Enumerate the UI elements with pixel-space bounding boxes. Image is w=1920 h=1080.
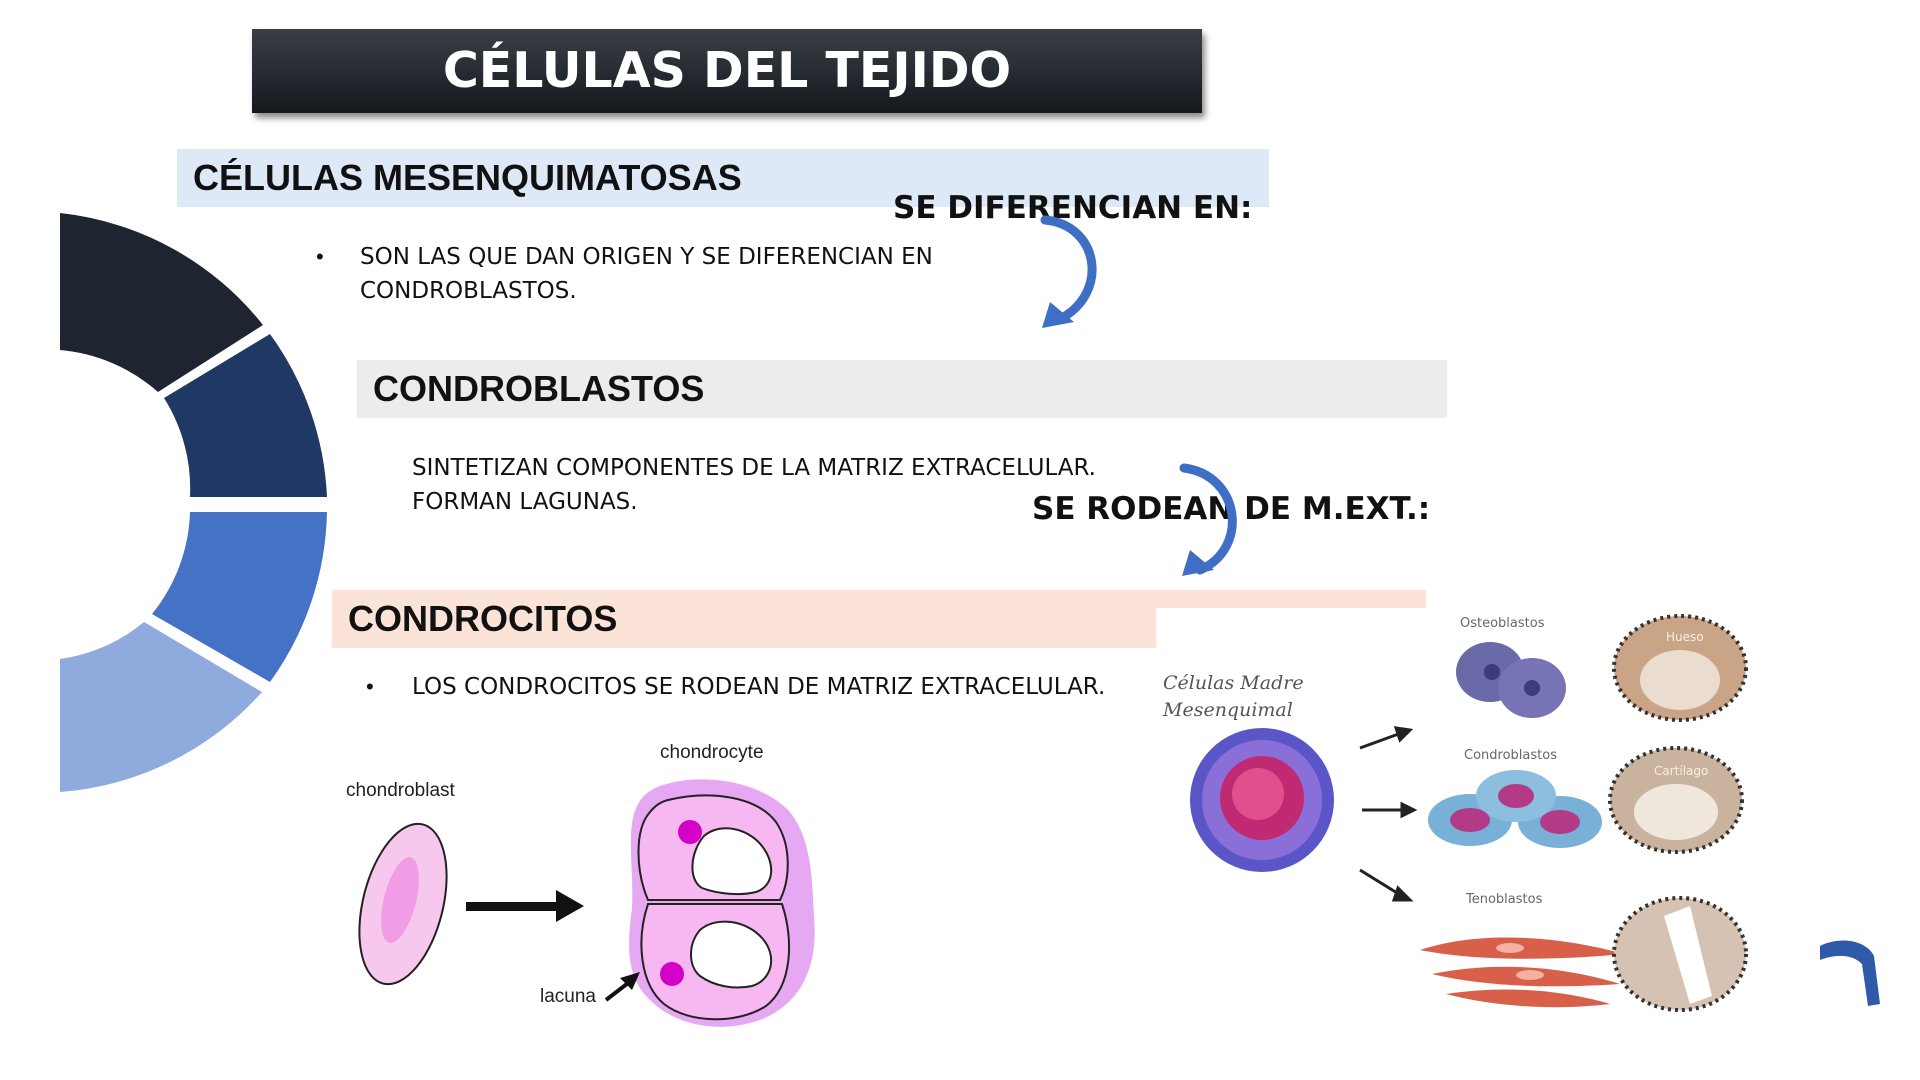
chondro-diagram [358, 779, 815, 1027]
condrocitos-band-extension [1156, 590, 1426, 608]
ring-segment-1 [60, 213, 263, 392]
chondrocyte-cell [629, 779, 815, 1027]
mesenchymal-cell-image [1190, 728, 1334, 872]
tenoblast-image [1420, 937, 1624, 1008]
mesenquimatosas-heading: CÉLULAS MESENQUIMATOSAS [177, 149, 1269, 207]
tissue-cartilago-image [1608, 746, 1744, 854]
stem-cell-label-1: Células Madre [1163, 672, 1304, 694]
chondroblast-cell [358, 822, 448, 986]
transition-label-1: SE DIFERENCIAN EN: [893, 190, 1253, 226]
tenoblastos-label: Tenoblastos [1466, 892, 1543, 907]
condroblastos-text-2: FORMAN LAGUNAS. [412, 489, 638, 515]
cartilago-label: Cartílago [1654, 764, 1709, 778]
mesenquimatosas-text-2: CONDROBLASTOS. [360, 278, 577, 304]
chondrocyte-label: chondrocyte [660, 742, 764, 763]
condroblastos-figure-label: Condroblastos [1464, 748, 1557, 763]
osteoblastos-label: Osteoblastos [1460, 616, 1545, 631]
curved-arrow-1-icon [1040, 215, 1097, 328]
condroblast-image [1428, 770, 1602, 848]
bullet-condrocitos: • [366, 674, 374, 699]
condrocitos-heading: CONDROCITOS [332, 590, 1156, 648]
hueso-label: Hueso [1666, 630, 1704, 644]
mesenquimatosas-text-1: SON LAS QUE DAN ORIGEN Y SE DIFERENCIAN … [360, 244, 933, 270]
chondroblast-label: chondroblast [346, 780, 455, 801]
decorative-ring [60, 213, 327, 792]
differentiation-arrows [1359, 726, 1418, 902]
condroblastos-heading: CONDROBLASTOS [357, 360, 1447, 418]
page-title: CÉLULAS DEL TEJIDO CARTILAGINOSO [252, 29, 1202, 183]
tissue-tendon-image [1612, 896, 1748, 1012]
stem-cell-label-2: Mesenquimal [1163, 699, 1293, 721]
ring-segment-3 [152, 512, 327, 682]
condrocitos-text: LOS CONDROCITOS SE RODEAN DE MATRIZ EXTR… [412, 674, 1106, 700]
ring-segment-2 [164, 334, 327, 497]
condroblastos-text-1: SINTETIZAN COMPONENTES DE LA MATRIZ EXTR… [412, 455, 1096, 481]
knee-logo [1820, 940, 1880, 1006]
stem-cell-figure [1156, 608, 1896, 1038]
curved-arrow-2-icon [1179, 463, 1237, 576]
lacuna-arrow-icon [604, 972, 640, 1002]
tissue-hueso-image [1612, 614, 1748, 722]
transformation-arrow-icon [466, 890, 584, 922]
bullet-mesenquimatosas: • [316, 244, 324, 269]
ring-segment-4 [60, 622, 262, 792]
osteoblast-image [1456, 642, 1566, 718]
lacuna-label: lacuna [540, 986, 596, 1007]
